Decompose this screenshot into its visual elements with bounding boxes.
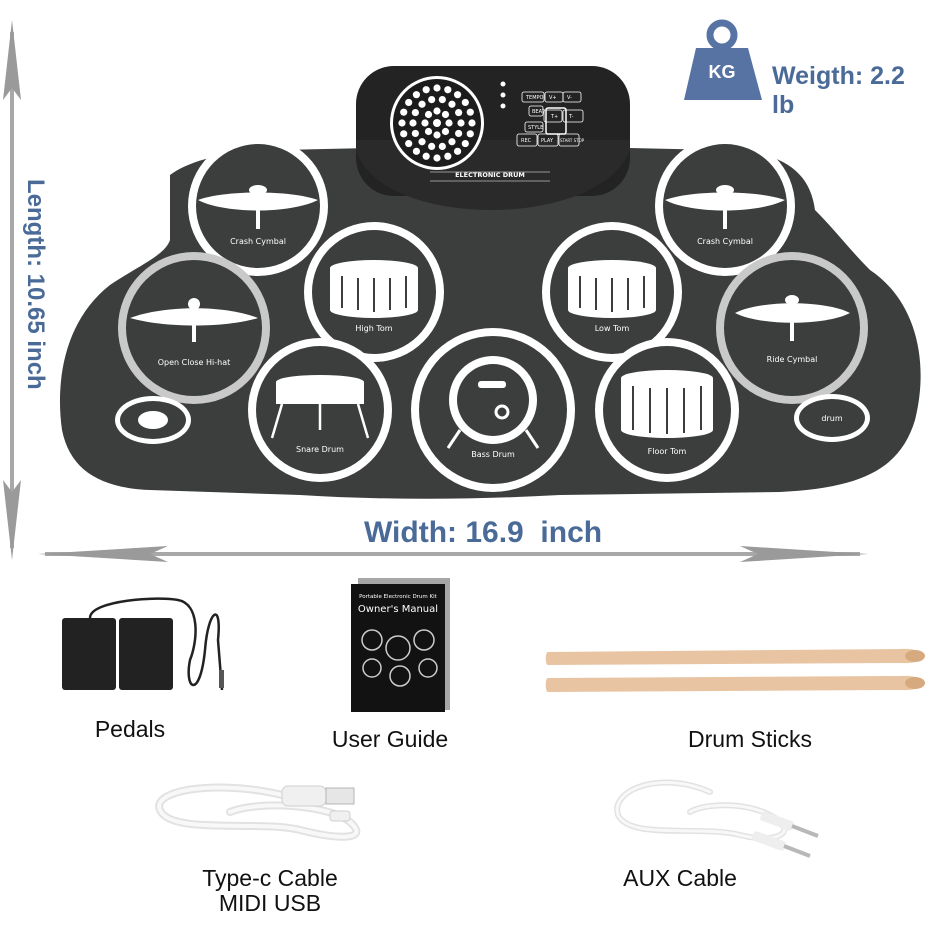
- pad-label: Bass Drum: [471, 450, 515, 459]
- length-arrow: [3, 20, 21, 560]
- style-button-label: STYLE: [528, 125, 543, 131]
- pad-low-tom: Low Tom: [542, 222, 682, 362]
- manual-title: Owner's Manual: [358, 604, 438, 615]
- grille-hole: [400, 130, 408, 138]
- grille-hole: [433, 84, 441, 92]
- panel-title: ELECTRONIC DRUM: [455, 171, 525, 179]
- grille-hole: [421, 119, 429, 127]
- pad-bass-drum: Bass Drum: [411, 328, 575, 492]
- drum-sticks-label: Drum Sticks: [688, 726, 812, 752]
- grille-hole: [444, 152, 452, 160]
- grille-hole: [412, 147, 421, 155]
- grille-hole: [453, 91, 462, 99]
- pad-floor-tom: Floor Tom: [595, 338, 739, 482]
- vol-down-label: V-: [567, 95, 572, 101]
- grille-hole: [400, 108, 408, 116]
- grille-hole: [433, 131, 441, 139]
- grille-hole: [411, 108, 419, 117]
- length-label: Length: 10.65 inch: [22, 179, 49, 390]
- aux-cable-image: [614, 779, 819, 858]
- grille-hole: [418, 138, 426, 146]
- tempo-button-label: TEMPO: [525, 95, 544, 101]
- grille-hole: [441, 127, 450, 136]
- pad-label: Open Close Hi-hat: [158, 358, 230, 367]
- type-c-label-line1: Type-c Cable: [202, 865, 338, 891]
- width-label: Width: 16.9 inch: [364, 516, 603, 549]
- grille-hole: [409, 119, 417, 127]
- grille-hole: [444, 86, 452, 94]
- grille-hole: [453, 147, 462, 155]
- grille-hole: [466, 130, 474, 138]
- pad-label: Crash Cymbal: [230, 237, 286, 246]
- start-stop-label: START STOP: [560, 138, 585, 143]
- grille-hole: [411, 129, 419, 138]
- grille-hole: [428, 96, 436, 104]
- grille-hole: [455, 129, 463, 138]
- grille-hole: [448, 100, 456, 108]
- pedals-label: Pedals: [94, 716, 166, 742]
- pad-crash-cymbal-right: Crash Cymbal: [655, 136, 795, 276]
- drum-sticks-image: [545, 648, 925, 692]
- play-button-label: PLAY: [541, 138, 554, 144]
- grille-hole: [445, 119, 453, 127]
- grille-hole: [468, 119, 476, 127]
- grille-hole: [438, 96, 446, 104]
- weight-badge: KG: [708, 62, 736, 82]
- grille-hole: [422, 152, 430, 160]
- pad-label: Snare Drum: [296, 445, 344, 454]
- rec-button-label: REC: [521, 138, 532, 144]
- tempo-up-label: T+: [550, 114, 558, 120]
- grille-hole: [461, 98, 469, 107]
- grille-hole: [433, 107, 441, 115]
- grille-hole: [441, 110, 450, 119]
- aux-cable-label: AUX Cable: [623, 865, 737, 891]
- grille-hole: [461, 139, 469, 148]
- grille-hole: [457, 119, 465, 127]
- grille-hole: [405, 98, 413, 107]
- grille-hole: [418, 100, 426, 108]
- pad-label: drum: [821, 414, 842, 423]
- manual-small-title: Portable Electronic Drum Kit: [359, 594, 438, 600]
- usb-cable-image: [155, 783, 361, 841]
- pad-high-tom: High Tom: [304, 222, 444, 362]
- pad-ride-cymbal: Ride Cymbal: [716, 252, 868, 404]
- grille-hole: [448, 138, 456, 146]
- weight-label: Weigth: 2.2 lb: [772, 62, 905, 119]
- user-guide-image: Portable Electronic Drum Kit Owner's Man…: [351, 578, 450, 712]
- width-arrow: [38, 546, 868, 562]
- pad-label: Ride Cymbal: [767, 355, 818, 364]
- pedals-image: [62, 597, 224, 691]
- grille-hole: [466, 108, 474, 116]
- vol-up-label: V+: [549, 95, 557, 101]
- tempo-down-label: T-: [568, 114, 574, 120]
- beat-button-label: BEAT: [532, 109, 546, 115]
- grille-hole: [438, 142, 446, 150]
- pad-label: High Tom: [355, 324, 392, 333]
- grille-hole: [412, 91, 421, 99]
- pad-label: Low Tom: [595, 324, 630, 333]
- grille-hole: [424, 110, 433, 119]
- speaker-grille: [390, 76, 484, 170]
- pad-label: Floor Tom: [648, 447, 687, 456]
- control-panel: TEMPO BEAT STYLE V+ V- T+ T- REC PLAY ST…: [356, 66, 630, 210]
- weight-icon: [684, 19, 762, 100]
- pad-small-right: drum: [794, 394, 870, 442]
- grille-hole: [424, 127, 433, 136]
- grille-hole: [455, 108, 463, 117]
- pad-open-close-hihat: Open Close Hi-hat: [118, 252, 270, 404]
- grille-hole: [428, 142, 436, 150]
- grille-hole: [433, 154, 441, 162]
- type-c-label-line2: MIDI USB: [218, 890, 322, 916]
- user-guide-label: User Guide: [331, 726, 449, 752]
- grille-hole: [405, 139, 413, 148]
- grille-hole: [398, 119, 406, 127]
- grille-hole: [422, 86, 430, 94]
- pad-label: Crash Cymbal: [697, 237, 753, 246]
- pad-small-left: [115, 396, 191, 444]
- pad-crash-cymbal-left: Crash Cymbal: [188, 136, 328, 276]
- grille-hole: [433, 119, 441, 127]
- pad-snare-drum: Snare Drum: [248, 338, 392, 482]
